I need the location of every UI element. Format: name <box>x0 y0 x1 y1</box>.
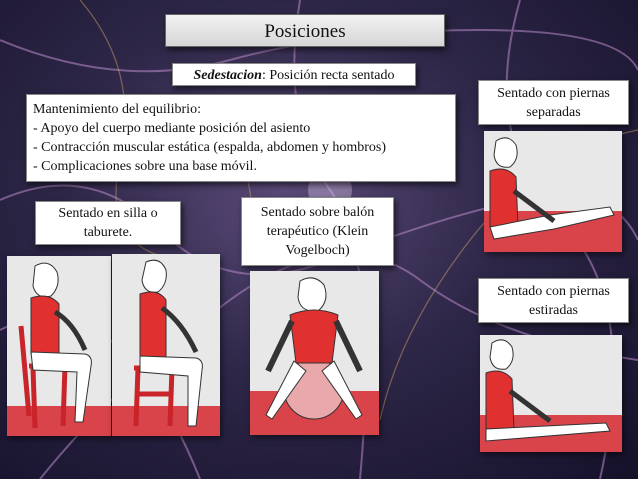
caption-legs-apart: Sentado con piernas separadas <box>478 80 629 125</box>
subtitle-term: Sedestacion <box>193 68 262 83</box>
balance-list: Mantenimiento del equilibrio: - Apoyo de… <box>26 94 456 182</box>
list-item: - Complicaciones sobre una base móvil. <box>33 159 257 174</box>
figure-legs-apart-image <box>484 131 622 252</box>
list-item: Mantenimiento del equilibrio: <box>33 102 201 117</box>
subtitle-box: Sedestacion: Posición recta sentado <box>172 63 416 86</box>
caption-legs-straight: Sentado con piernas estiradas <box>478 278 629 323</box>
figure-legs-straight-image <box>480 335 622 452</box>
figure-chair-image <box>7 256 111 436</box>
caption-ball: Sentado sobre balón terapéutico (Klein V… <box>241 197 394 266</box>
list-item: - Apoyo del cuerpo mediante posición del… <box>33 121 311 136</box>
slide-title: Posiciones <box>165 14 445 47</box>
subtitle-rest: : Posición recta sentado <box>261 68 395 83</box>
figure-stool-image <box>112 254 220 436</box>
caption-chair: Sentado en silla o taburete. <box>35 201 181 245</box>
figure-ball-image <box>250 271 379 435</box>
list-item: - Contracción muscular estática (espalda… <box>33 140 386 155</box>
